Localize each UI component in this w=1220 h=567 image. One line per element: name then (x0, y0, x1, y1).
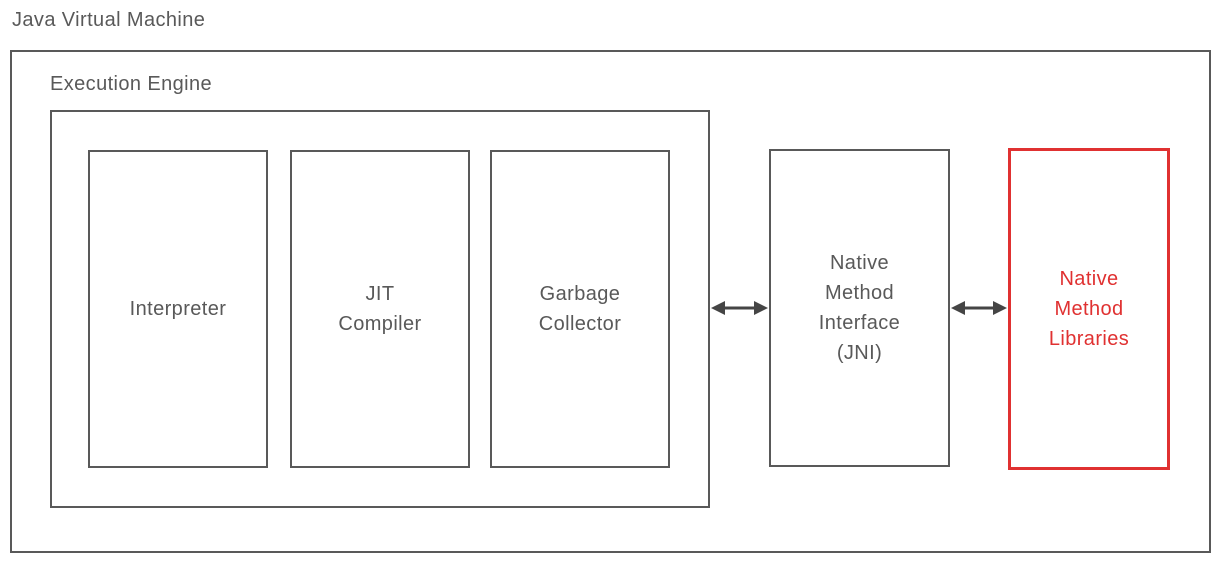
native-method-libraries-box: Native Method Libraries (1008, 148, 1170, 470)
execution-engine-box: Interpreter JIT Compiler Garbage Collect… (50, 110, 710, 508)
jit-compiler-label: JIT Compiler (338, 283, 422, 335)
double-arrow-icon (711, 301, 768, 315)
execution-engine-label: Execution Engine (50, 73, 213, 95)
jvm-box: Execution Engine Interpreter JIT Compile… (10, 50, 1211, 553)
native-method-interface-label: Native Method Interface (JNI) (818, 252, 901, 364)
native-method-libraries-label: Native Method Libraries (1048, 268, 1130, 350)
double-arrow-icon (951, 301, 1007, 315)
jit-compiler-box: JIT Compiler (290, 150, 470, 468)
garbage-collector-label: Garbage Collector (538, 283, 622, 335)
interpreter-label: Interpreter (129, 298, 227, 320)
jvm-title: Java Virtual Machine (12, 9, 206, 31)
arrow-jni-native-libraries (950, 299, 1008, 317)
native-method-interface-box: Native Method Interface (JNI) (769, 149, 950, 467)
arrow-execution-engine-jni (710, 299, 769, 317)
interpreter-box: Interpreter (88, 150, 268, 468)
garbage-collector-box: Garbage Collector (490, 150, 670, 468)
